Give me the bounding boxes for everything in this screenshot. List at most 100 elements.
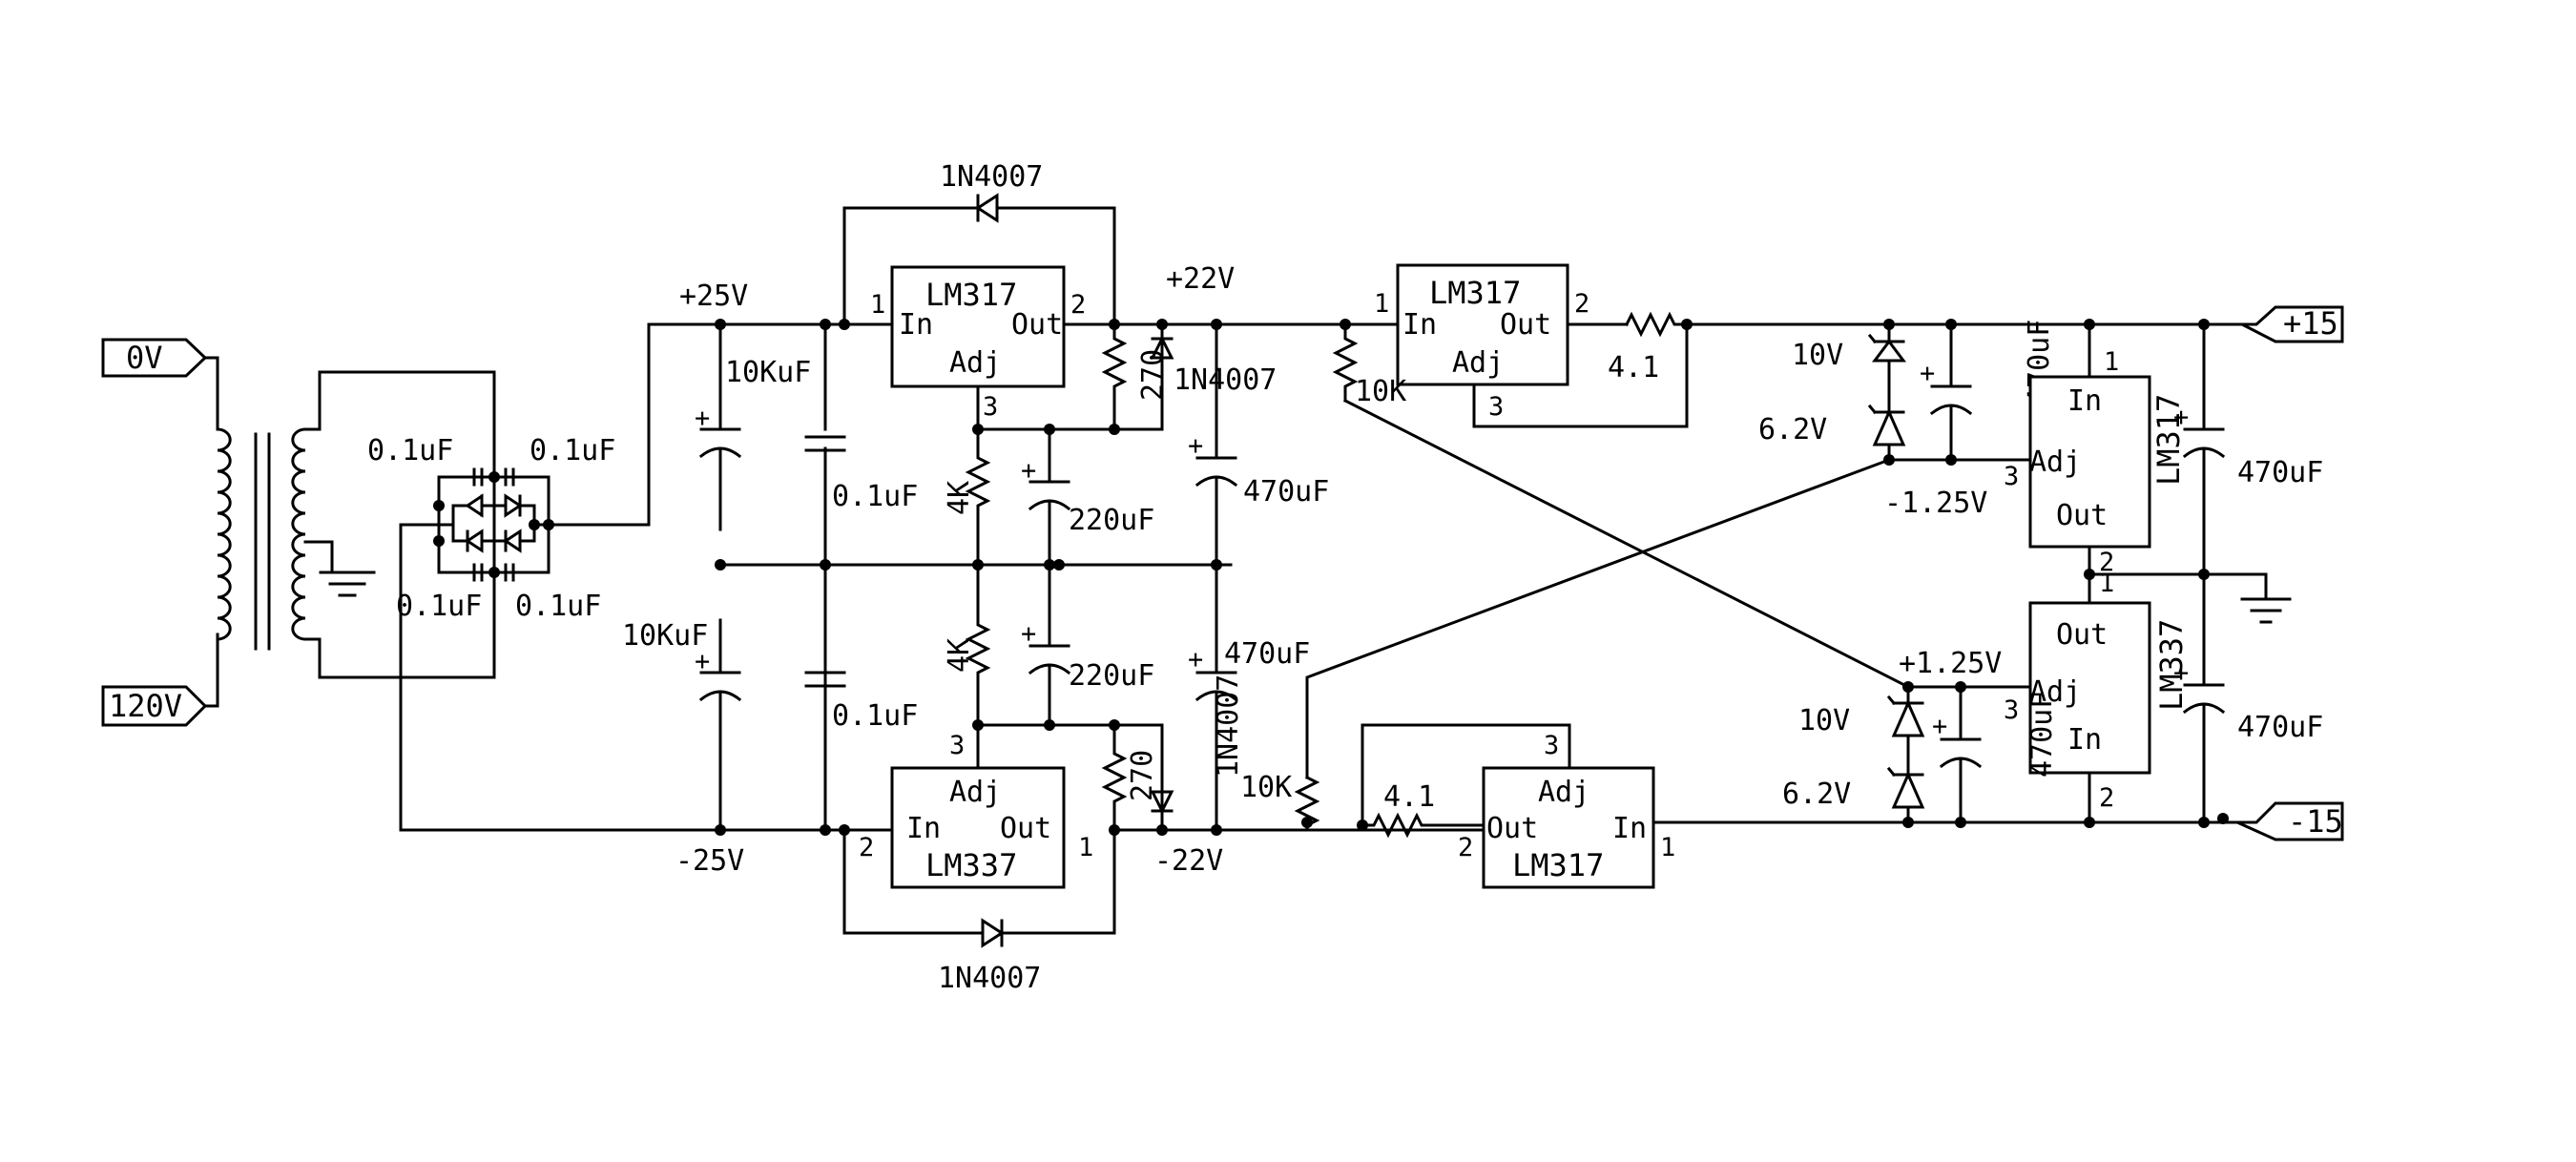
svg-text:LM317: LM317 [1512, 847, 1604, 883]
svg-text:10K: 10K [1240, 771, 1292, 804]
cap-10kuf-bot: + 10KuF [622, 619, 742, 702]
svg-text:0.1uF: 0.1uF [832, 480, 918, 513]
svg-text:LM317: LM317 [1429, 275, 1521, 311]
svg-text:Adj: Adj [949, 346, 1001, 380]
svg-text:2: 2 [2099, 783, 2114, 813]
output-port-neg15: -15 [2236, 801, 2344, 841]
svg-text:+: + [1188, 431, 1203, 461]
svg-text:1N4007: 1N4007 [938, 962, 1041, 995]
zener-62v-top: 6.2V [1758, 359, 1906, 462]
svg-text:1: 1 [1660, 833, 1675, 862]
svg-text:3: 3 [1488, 392, 1504, 422]
rail-pos22-label: +22V [1166, 262, 1235, 296]
svg-text:Out: Out [1011, 308, 1063, 342]
svg-text:6.2V: 6.2V [1758, 413, 1827, 446]
svg-text:LM317: LM317 [2150, 394, 2187, 486]
svg-text:120V: 120V [109, 688, 182, 724]
svg-text:10V: 10V [1798, 704, 1850, 737]
regulator-u1: LM317 In Out Adj 1 2 3 [870, 265, 1086, 422]
output-port-pos15: +15 [2241, 305, 2344, 343]
svg-text:Out: Out [1000, 812, 1051, 845]
cap-470uf-zener-bot: + 470uF [1932, 685, 2059, 824]
svg-text:4.1: 4.1 [1608, 351, 1659, 384]
cap-bridge-br-label: 0.1uF [515, 590, 601, 623]
svg-text:6.2V: 6.2V [1782, 778, 1851, 811]
svg-text:Adj: Adj [2029, 675, 2081, 709]
svg-text:4K: 4K [943, 638, 976, 673]
svg-text:+: + [1932, 712, 1947, 741]
cap-470uf-out-top: + 470uF [2173, 322, 2323, 576]
res-10k-bot: 10K [1240, 771, 1320, 832]
svg-text:1: 1 [2104, 347, 2119, 377]
zener-10v-top: 10V [1792, 322, 1906, 372]
svg-text:+: + [1021, 619, 1036, 649]
svg-text:LM317: LM317 [925, 277, 1017, 313]
res-4k-top: 4K [943, 427, 991, 567]
svg-text:4K: 4K [943, 481, 976, 515]
svg-text:Adj: Adj [1452, 346, 1504, 380]
svg-text:In: In [906, 812, 941, 845]
regulator-u3: LM317 In Out Adj 1 2 3 [1374, 263, 1589, 422]
svg-text:In: In [899, 308, 933, 342]
svg-text:2: 2 [2099, 548, 2114, 577]
svg-text:10K: 10K [1355, 375, 1406, 408]
svg-text:Adj: Adj [949, 776, 1001, 809]
svg-text:2: 2 [1574, 289, 1589, 319]
cap-470uf-bot: + 470uF [1188, 563, 1310, 832]
svg-text:3: 3 [949, 731, 965, 760]
svg-text:10KuF: 10KuF [725, 356, 811, 389]
ref-neg125-label: -1.25V [1884, 487, 1987, 520]
rail-pos25-label: +25V [679, 280, 748, 313]
svg-text:3: 3 [2004, 695, 2019, 725]
res-270-top: 270 [1101, 322, 1170, 431]
svg-text:470uF: 470uF [1243, 475, 1329, 508]
cross-wire-2 [1305, 458, 1891, 779]
transformer [203, 356, 496, 708]
svg-text:2: 2 [859, 833, 874, 862]
zener-10v-bot: 10V [1798, 685, 1925, 737]
svg-text:470uF: 470uF [2237, 456, 2323, 489]
svg-text:+15: +15 [2283, 305, 2338, 342]
diode-1n4007-top: 1N4007 [842, 160, 1116, 326]
svg-text:LM337: LM337 [925, 847, 1017, 883]
cap-bridge-tr-label: 0.1uF [530, 434, 615, 467]
svg-text:2: 2 [1458, 833, 1473, 862]
svg-text:470uF: 470uF [2025, 692, 2059, 778]
svg-text:10V: 10V [1792, 339, 1843, 372]
svg-text:Out: Out [1500, 308, 1551, 342]
input-port-120v: 120V [101, 685, 208, 727]
rail-neg25-label: -25V [675, 844, 744, 878]
cap-220uf-top: + 220uF [1021, 427, 1154, 567]
svg-text:2: 2 [1070, 290, 1086, 320]
svg-text:Out: Out [1486, 812, 1538, 845]
svg-text:3: 3 [1544, 731, 1559, 760]
svg-text:In: In [2067, 384, 2102, 418]
rail-neg22-label: -22V [1154, 844, 1223, 878]
svg-text:In: In [1612, 812, 1647, 845]
svg-text:+: + [1188, 645, 1203, 674]
cap-10kuf-top: + 10KuF [695, 356, 811, 459]
regulator-u2: Adj In Out LM337 2 1 3 [859, 731, 1093, 889]
zener-62v-bot: 6.2V [1782, 734, 1925, 824]
res-10k-top: 10K [1332, 322, 1406, 408]
svg-text:470uF: 470uF [2237, 711, 2323, 744]
cap-470uf-out-bot: + 470uF [2173, 572, 2323, 824]
svg-text:In: In [1402, 308, 1437, 342]
svg-text:1: 1 [1374, 289, 1389, 319]
svg-text:+: + [695, 647, 710, 676]
res-4k-bot: 4K [943, 563, 991, 727]
regulator-u6: Out Adj In LM337 1 3 2 [2004, 569, 2190, 813]
svg-text:3: 3 [2004, 462, 2019, 491]
cap-01uf-bot: 0.1uF [804, 671, 918, 733]
svg-text:1N4007: 1N4007 [940, 160, 1043, 194]
svg-text:3: 3 [983, 392, 998, 422]
cap-470uf-top: + 470uF [1188, 322, 1329, 567]
svg-text:+: + [1021, 456, 1036, 486]
svg-text:+: + [695, 404, 710, 433]
res-41-top: 4.1 [1608, 311, 1689, 384]
svg-text:1: 1 [1078, 833, 1093, 862]
svg-text:+: + [2173, 658, 2189, 688]
cap-01uf-top: 0.1uF [804, 435, 918, 513]
svg-text:1: 1 [870, 290, 885, 320]
